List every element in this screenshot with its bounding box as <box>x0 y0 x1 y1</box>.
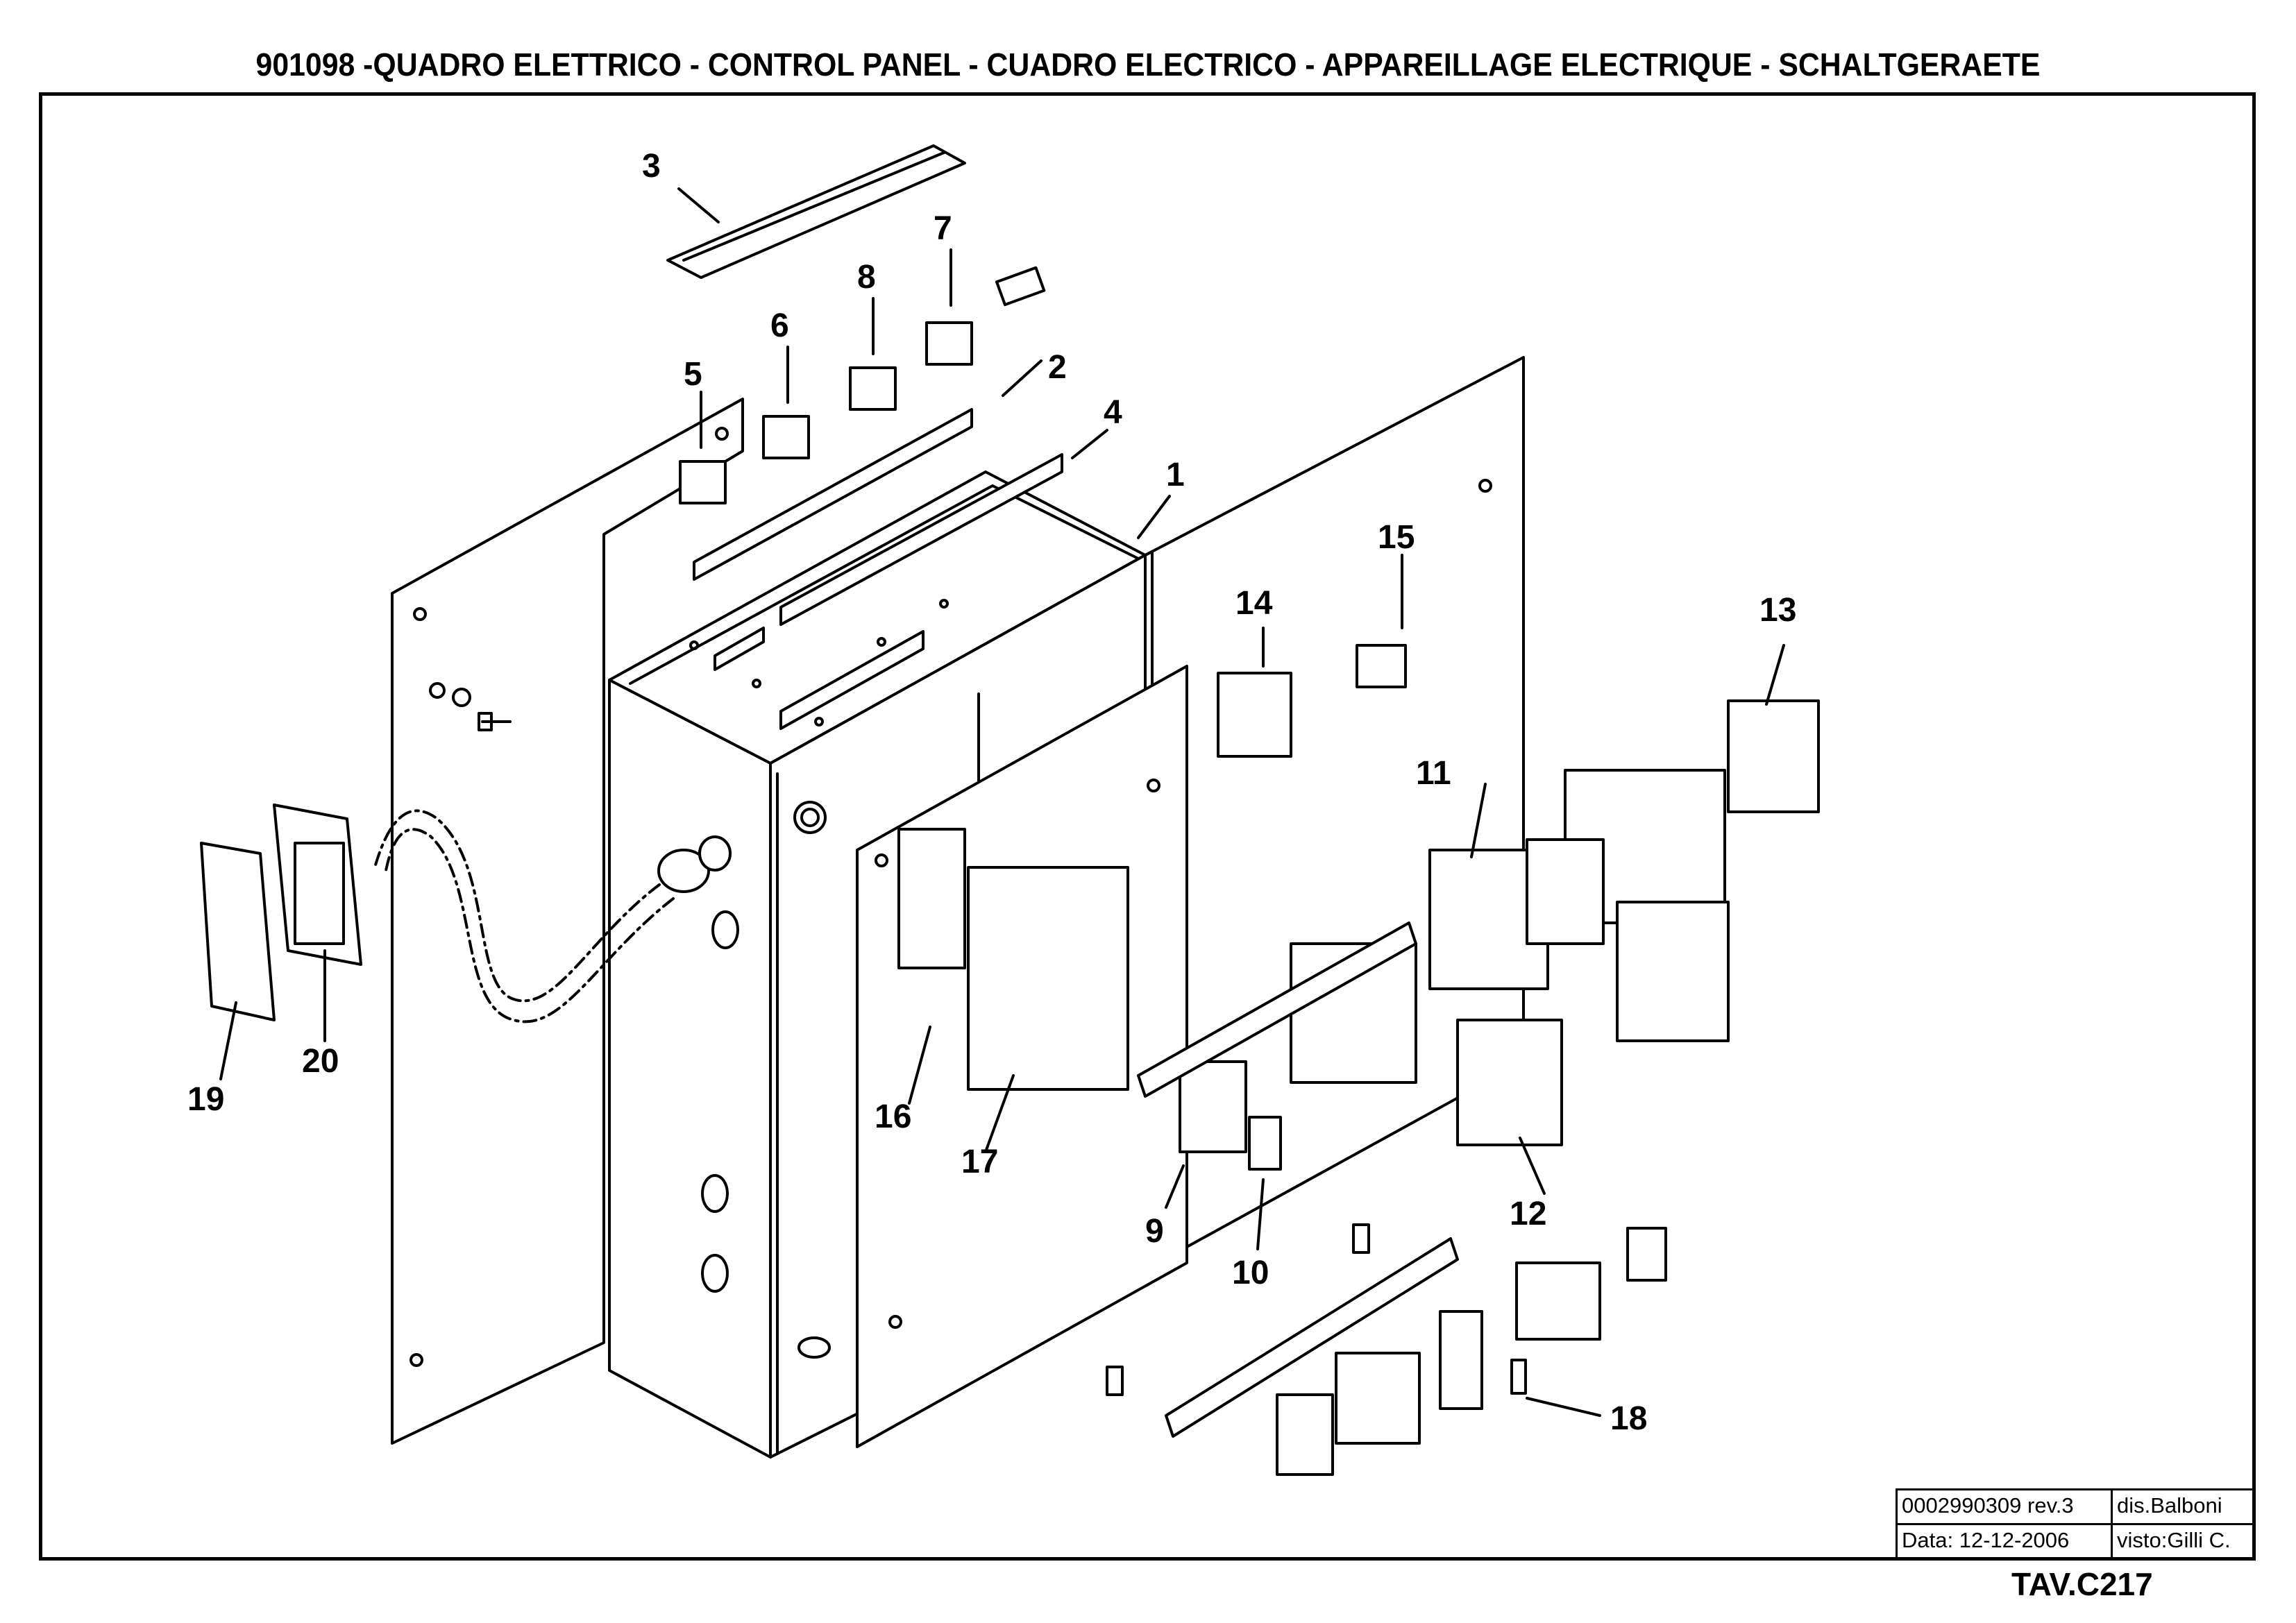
callout-20: 20 <box>302 1043 339 1080</box>
cable-gland <box>373 809 732 1023</box>
callout-10: 10 <box>1232 1255 1269 1291</box>
drawing-date: Data: 12-12-2006 <box>1898 1525 2113 1561</box>
callout-17: 17 <box>961 1144 998 1180</box>
callout-12: 12 <box>1510 1196 1546 1232</box>
callout-7: 7 <box>934 210 952 247</box>
callout-5: 5 <box>684 356 702 393</box>
title-block: 0002990309 rev.3 dis.Balboni Data: 12-12… <box>1896 1488 2256 1561</box>
connector-block <box>200 804 362 1021</box>
drawing-number: 0002990309 rev.3 <box>1898 1490 2113 1525</box>
top-cover-3 <box>666 144 966 279</box>
callout-6: 6 <box>770 307 789 344</box>
drawn-by: dis.Balboni <box>2113 1490 2256 1525</box>
leader-lines <box>219 187 1785 1417</box>
callout-3: 3 <box>642 148 661 185</box>
callout-4: 4 <box>1104 394 1122 431</box>
internal-components <box>897 644 1820 1476</box>
callout-14: 14 <box>1235 585 1273 622</box>
callout-1: 1 <box>1166 457 1185 493</box>
callout-2: 2 <box>1048 349 1067 386</box>
back-mounting-plate <box>391 398 744 1445</box>
callout-11: 11 <box>1416 755 1451 792</box>
callout-13: 13 <box>1759 592 1796 629</box>
switch-plates <box>679 266 1063 626</box>
callout-19: 19 <box>187 1081 224 1118</box>
callout-8: 8 <box>857 259 876 296</box>
drawing-frame <box>39 92 2256 1561</box>
checked-by: visto:Gilli C. <box>2113 1525 2256 1561</box>
callout-15: 15 <box>1378 519 1415 556</box>
callout-16: 16 <box>875 1098 911 1135</box>
callout-18: 18 <box>1610 1400 1647 1437</box>
callout-labels: 1 2 3 4 5 6 7 8 9 10 11 12 13 14 15 16 1… <box>187 148 1796 1437</box>
callout-9: 9 <box>1145 1213 1164 1250</box>
page-title: 901098 -QUADRO ELETTRICO - CONTROL PANEL… <box>255 46 2041 83</box>
sheet-reference: TAV.C217 <box>2011 1566 2153 1602</box>
